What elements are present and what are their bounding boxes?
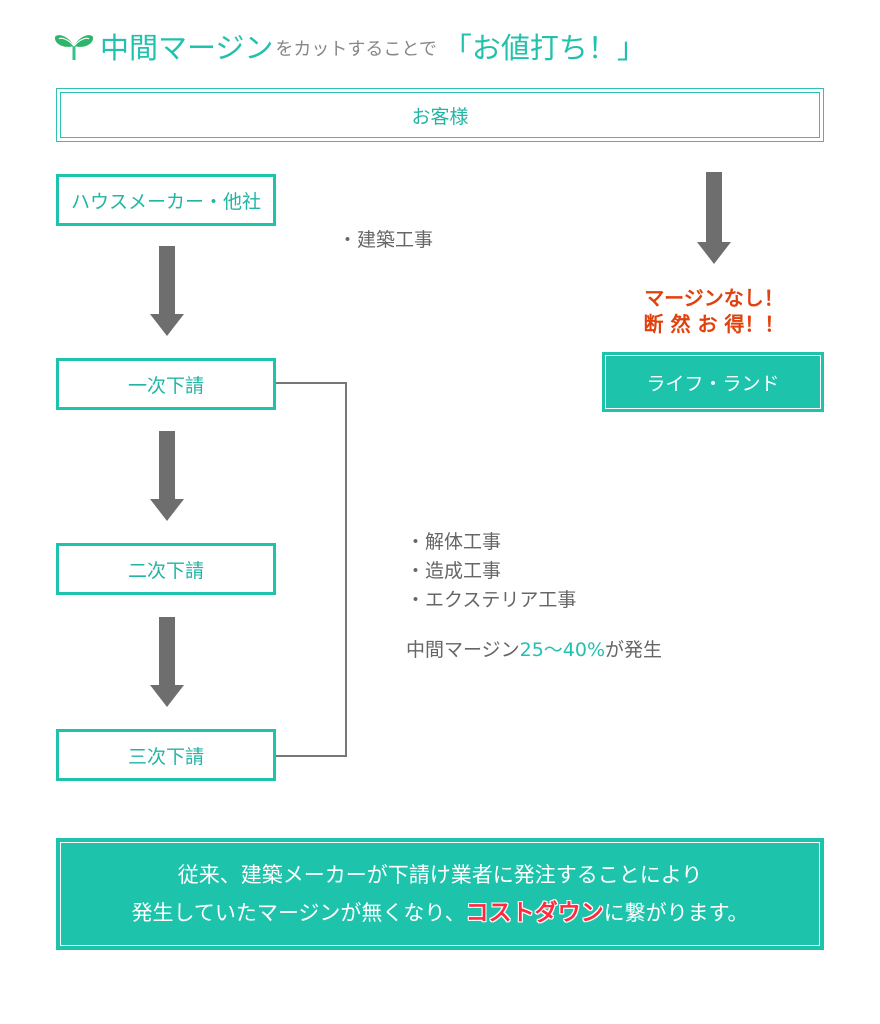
no-margin-line2: 断 然 お 得！！ — [643, 312, 785, 336]
sprout-icon — [54, 35, 94, 60]
summary-banner-inner: 従来、建築メーカーが下請け業者に発注することにより 発生していたマージンが無くな… — [60, 842, 820, 946]
margin-suffix: が発生 — [605, 639, 663, 661]
no-margin-callout: マージンなし！ 断 然 お 得！！ — [614, 285, 814, 337]
works-item: ・解体工事 — [406, 531, 502, 553]
construction-note: ・建築工事 — [338, 229, 434, 251]
down-arrow-3 — [150, 617, 184, 707]
title-main: 中間マージン — [100, 31, 274, 65]
banner-line1: 従来、建築メーカーが下請け業者に発注することにより — [177, 863, 703, 887]
banner-line2-prefix: 発生していたマージンが無くなり、 — [131, 901, 466, 925]
summary-banner: 従来、建築メーカーが下請け業者に発注することにより 発生していたマージンが無くな… — [56, 838, 824, 950]
first-subcontractor-box: 一次下請 — [56, 358, 276, 410]
company-label: ライフ・ランド — [605, 355, 821, 409]
works-item: ・造成工事 — [406, 560, 502, 582]
works-item: ・エクステリア工事 — [406, 589, 577, 611]
second-subcontractor-box: 二次下請 — [56, 543, 276, 595]
margin-note: 中間マージン25〜40%が発生 — [406, 636, 662, 665]
house-maker-box: ハウスメーカー・他社 — [56, 174, 276, 226]
no-margin-line1: マージンなし！ — [644, 286, 784, 310]
third-subcontractor-box: 三次下請 — [56, 729, 276, 781]
page-title: 中間マージン をカットすることで 「お値打ち！」 — [54, 24, 646, 68]
works-list: ・解体工事 ・造成工事 ・エクステリア工事 — [406, 528, 576, 615]
down-arrow-1 — [150, 246, 184, 336]
cost-down-highlight: コストダウン — [465, 900, 604, 926]
down-arrow-2 — [150, 431, 184, 521]
banner-line2-suffix: に繋がります。 — [603, 901, 749, 925]
title-small: をカットすることで — [275, 39, 437, 60]
title-accent: 「お値打ち！」 — [442, 31, 646, 65]
margin-prefix: 中間マージン — [406, 639, 520, 661]
down-arrow-right — [697, 172, 731, 264]
subcontract-bracket — [276, 382, 347, 757]
customer-box: お客様 — [56, 88, 824, 142]
customer-label: お客様 — [60, 92, 820, 138]
banner-line2: 発生していたマージンが無くなり、コストダウンに繋がります。 — [131, 894, 748, 932]
company-box: ライフ・ランド — [602, 352, 824, 412]
margin-value: 25〜40% — [519, 639, 606, 661]
